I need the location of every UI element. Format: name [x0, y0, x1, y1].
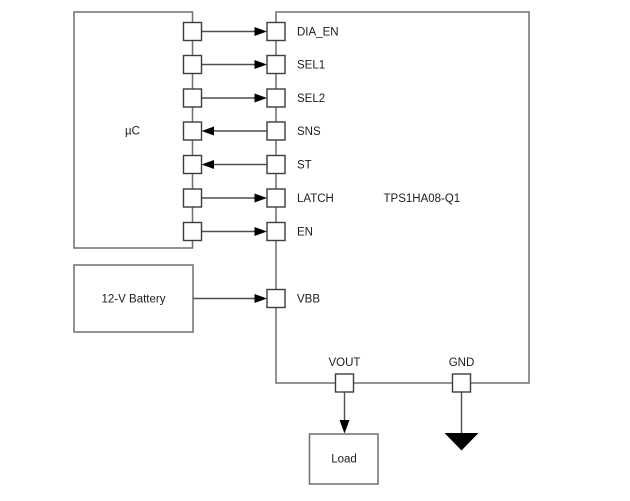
- arrow-left-icon: [201, 160, 214, 169]
- pin-label-sel1: SEL1: [297, 60, 325, 72]
- arrow-right-icon: [254, 227, 267, 236]
- pin-row-dia-en: DIA_EN: [182, 21, 339, 42]
- pin-row-en: EN: [182, 221, 313, 242]
- chip-pin-terminal: [266, 121, 286, 141]
- chip-box: [275, 11, 530, 384]
- mcu-pin-terminal: [182, 121, 203, 141]
- vout-pin-terminal: [334, 373, 355, 393]
- pin-row-sns: SNS: [182, 121, 321, 141]
- arrow-left-icon: [201, 126, 214, 136]
- pin-label-latch: LATCH: [297, 193, 334, 205]
- vbb-connection: VBB: [193, 288, 320, 309]
- gnd-pin-terminal: [451, 373, 472, 393]
- mcu-pin-terminal: [182, 21, 203, 42]
- chip-pin-terminal: [266, 154, 286, 175]
- pin-label-sns: SNS: [297, 126, 321, 138]
- mcu-pin-terminal: [182, 221, 203, 242]
- battery-label: 12-V Battery: [102, 294, 166, 306]
- vbb-pin-terminal: [266, 288, 286, 309]
- mcu-pin-terminal: [182, 88, 203, 108]
- arrow-right-icon: [254, 93, 267, 103]
- pin-row-sel1: SEL1: [182, 54, 325, 75]
- load-label: Load: [331, 454, 357, 466]
- battery-box: [73, 264, 194, 333]
- mcu-pin-terminal: [182, 154, 203, 175]
- pin-label-gnd: GND: [449, 357, 475, 369]
- pin-label-vbb: VBB: [297, 294, 320, 306]
- mcu-box: [73, 11, 194, 249]
- arrow-right-icon: [254, 27, 267, 36]
- mcu-pin-terminal: [182, 188, 203, 208]
- ground-symbol-icon: [444, 433, 479, 451]
- vout-connection: VOUT: [329, 357, 361, 434]
- pin-row-sel2: SEL2: [182, 88, 325, 108]
- chip-block: [275, 11, 530, 384]
- arrow-right-icon: [254, 60, 267, 69]
- battery-block: [73, 264, 194, 333]
- pin-label-en: EN: [297, 227, 313, 239]
- arrow-right-icon: [254, 294, 267, 303]
- arrow-right-icon: [254, 193, 267, 203]
- pin-row-latch: LATCH: [182, 188, 334, 208]
- load-box: [308, 433, 379, 485]
- chip-pin-terminal: [266, 88, 286, 108]
- mcu-label: µC: [125, 126, 140, 138]
- chip-pin-terminal: [266, 221, 286, 242]
- pin-label-sel2: SEL2: [297, 93, 325, 105]
- pin-row-st: ST: [182, 154, 312, 175]
- pin-label-vout: VOUT: [329, 357, 361, 369]
- chip-label: TPS1HA08-Q1: [384, 193, 461, 205]
- load-block: [308, 433, 379, 485]
- mcu-pin-terminal: [182, 54, 203, 75]
- arrow-down-icon: [339, 420, 350, 434]
- chip-pin-terminal: [266, 21, 286, 42]
- chip-pin-terminal: [266, 188, 286, 208]
- pin-label-dia-en: DIA_EN: [297, 27, 339, 39]
- chip-pin-terminal: [266, 54, 286, 75]
- mcu-block: [73, 11, 194, 249]
- gnd-connection: GND: [444, 357, 479, 451]
- pin-label-st: ST: [297, 160, 312, 172]
